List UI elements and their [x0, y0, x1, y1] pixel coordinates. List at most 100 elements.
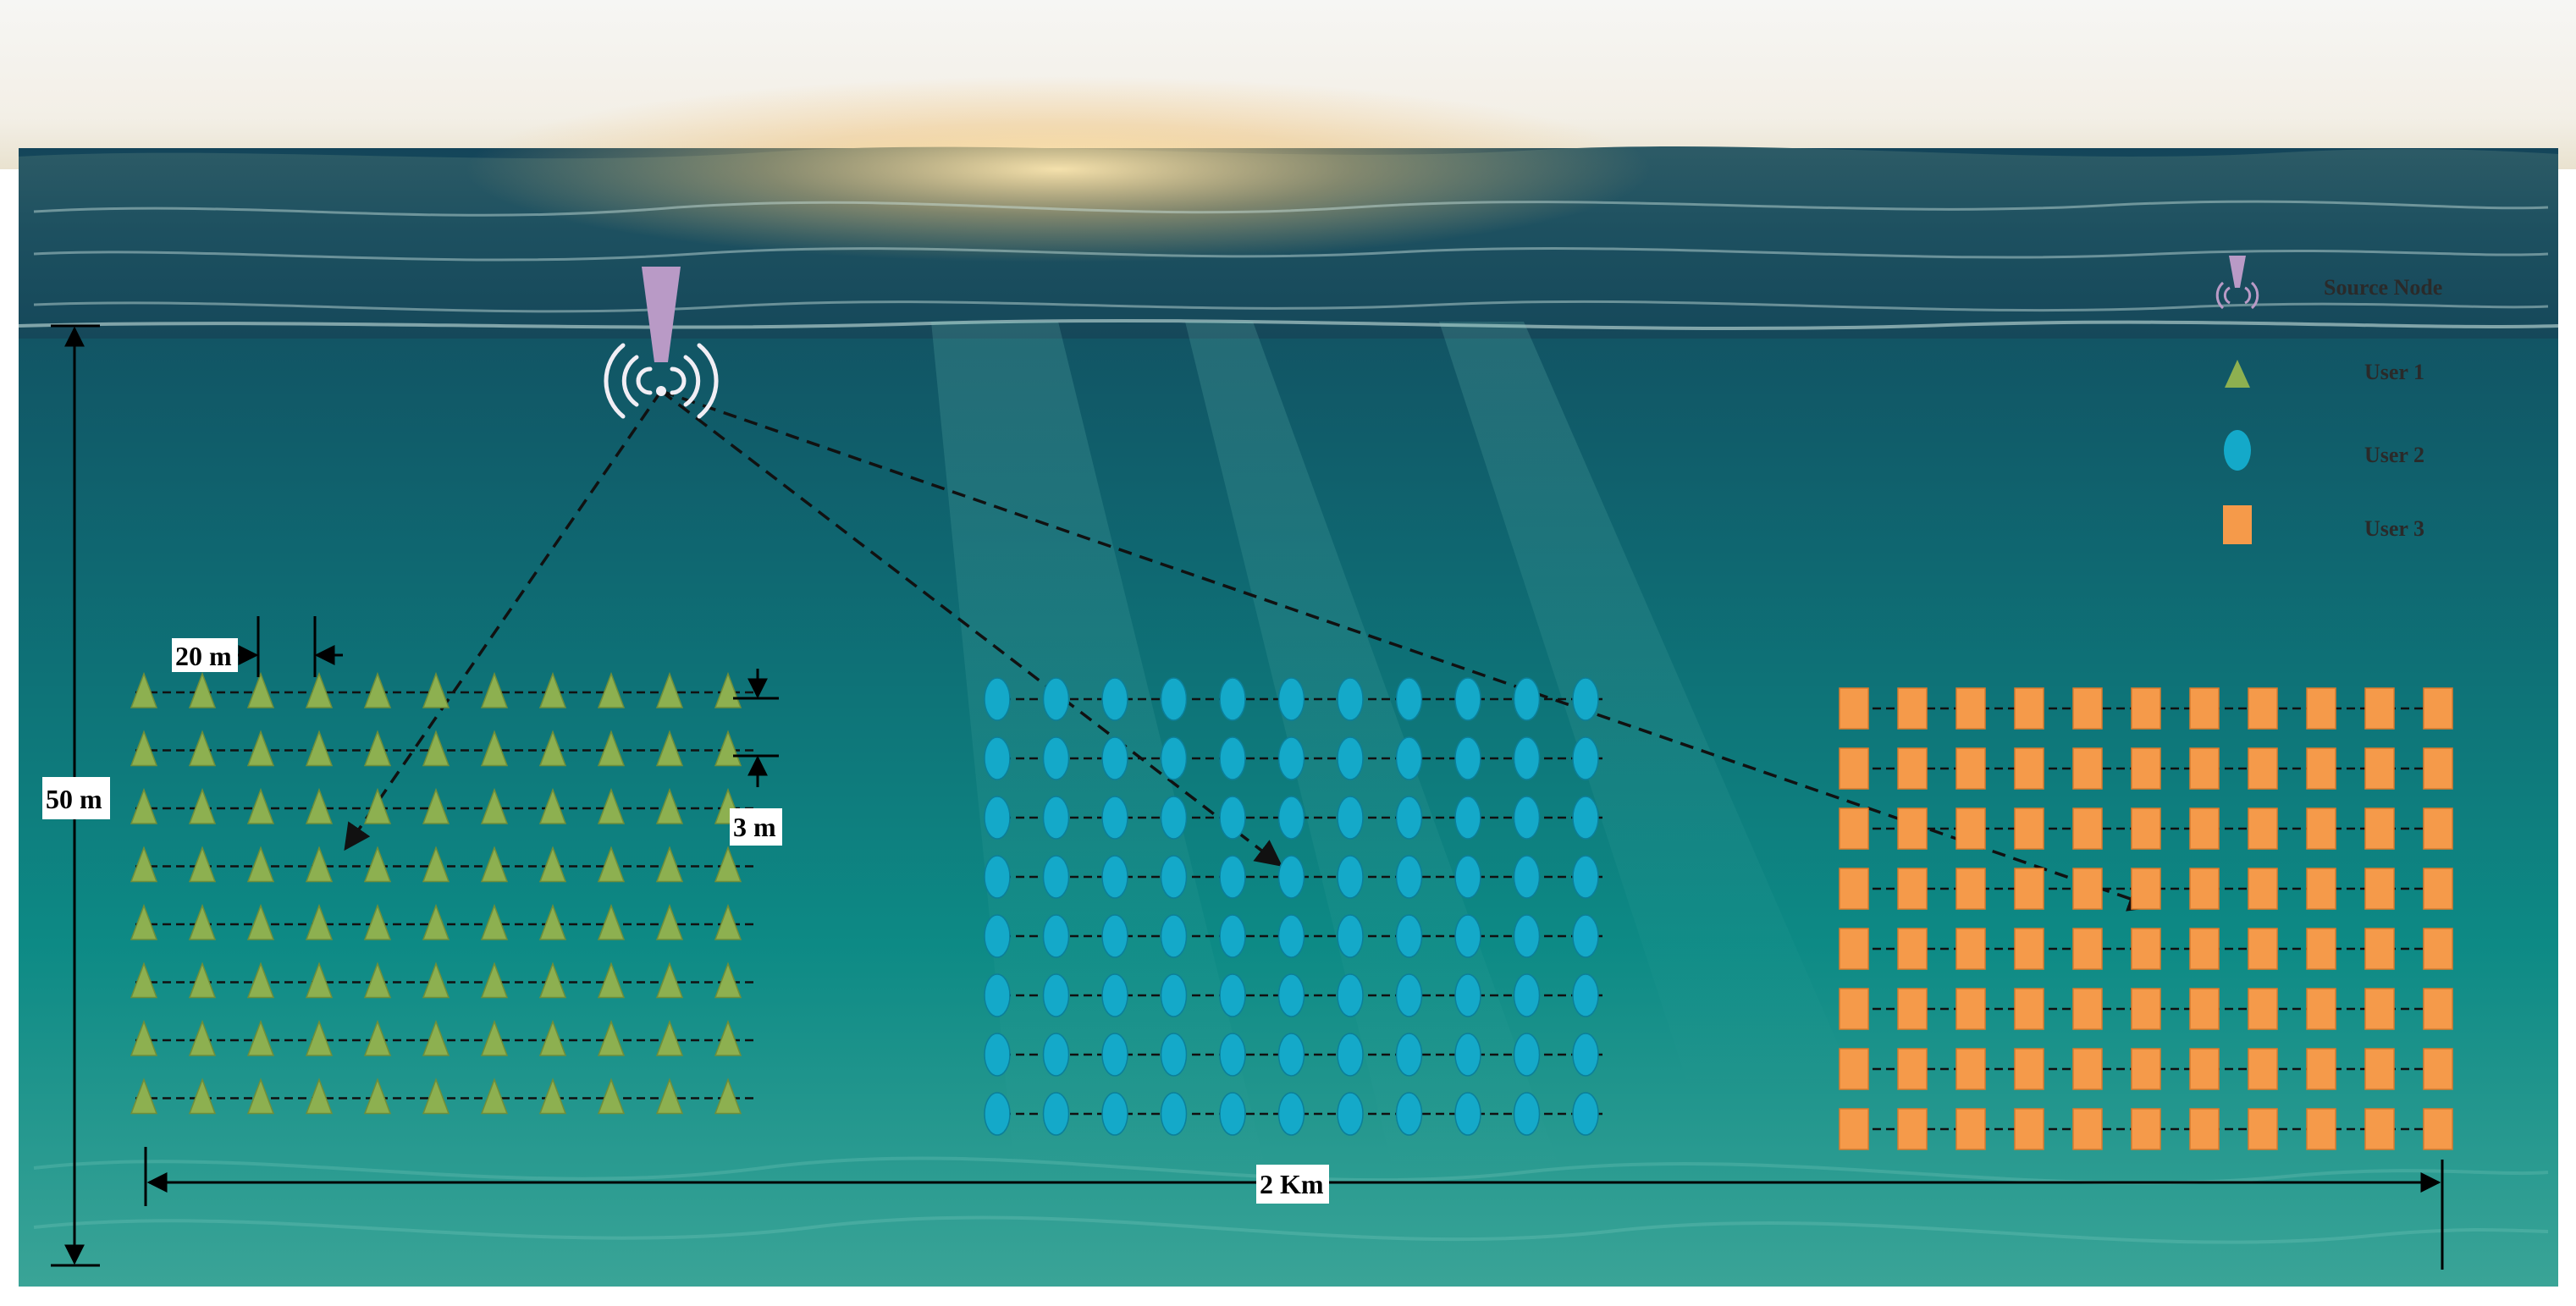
user1-node	[422, 1019, 450, 1056]
user1-node	[188, 903, 217, 940]
user2-node	[1277, 1092, 1305, 1136]
user1-node	[188, 1077, 217, 1115]
user2-node	[1572, 914, 1599, 958]
user2-node	[1337, 1092, 1364, 1136]
user2-node	[1101, 855, 1128, 899]
user3-node	[2306, 747, 2336, 790]
spacing-v-label: 3 m	[733, 812, 776, 842]
legend-user2: User 2	[2224, 430, 2424, 471]
user1-node	[655, 730, 684, 767]
user1-node	[422, 846, 450, 883]
user1-node	[480, 846, 509, 883]
depth-label: 50 m	[46, 784, 102, 814]
user1-node	[422, 671, 450, 708]
user2-node	[1160, 796, 1188, 840]
user3-node	[2423, 928, 2453, 970]
user2-node	[984, 973, 1011, 1017]
user1-node	[714, 903, 742, 940]
triangle-icon	[2225, 360, 2250, 388]
user2-node	[1572, 1033, 1599, 1077]
user1-node	[538, 962, 567, 999]
user1-node	[188, 730, 217, 767]
user2-node	[1219, 796, 1246, 840]
user3-node	[1839, 1108, 1869, 1150]
user2-node	[1572, 736, 1599, 780]
user2-node	[1395, 855, 1423, 899]
user1-node	[422, 1077, 450, 1115]
user2-node	[1219, 1033, 1246, 1077]
user1-node	[246, 787, 275, 824]
link-to-user2	[659, 389, 1283, 867]
user2-node	[1513, 1092, 1541, 1136]
user3-node	[1955, 687, 1986, 730]
user1-node	[538, 903, 567, 940]
user2-node	[1042, 1033, 1070, 1077]
user3-node	[2072, 928, 2103, 970]
user3-node	[2014, 807, 2044, 850]
legend-user1: User 1	[2225, 360, 2424, 388]
user1-node	[597, 1077, 626, 1115]
user2-node	[1572, 973, 1599, 1017]
user3-grid	[1839, 687, 2455, 1150]
user3-node	[2014, 687, 2044, 730]
user2-node	[1395, 1033, 1423, 1077]
distance-label: 2 Km	[1260, 1169, 1324, 1199]
user3-node	[2131, 747, 2161, 790]
user2-node	[1395, 914, 1423, 958]
user1-node	[305, 787, 334, 824]
user3-node	[2423, 807, 2453, 850]
user2-node	[1277, 1033, 1305, 1077]
user3-node	[2131, 687, 2161, 730]
user2-node	[1042, 677, 1070, 721]
legend-user2-label: User 2	[2364, 443, 2424, 467]
user2-grid	[984, 677, 1602, 1136]
user1-node	[246, 730, 275, 767]
user2-node	[1160, 914, 1188, 958]
signal-waves-icon	[604, 343, 719, 419]
user1-node	[363, 846, 392, 883]
user3-node	[2072, 868, 2103, 910]
user3-node	[2248, 1048, 2278, 1090]
legend-user3-label: User 3	[2364, 516, 2424, 541]
user3-node	[2072, 988, 2103, 1030]
user1-node	[305, 730, 334, 767]
user2-node	[1572, 1092, 1599, 1136]
user1-node	[363, 1019, 392, 1056]
user2-node	[1101, 677, 1128, 721]
user3-node	[1839, 988, 1869, 1030]
user1-node	[188, 787, 217, 824]
user3-node	[2072, 1108, 2103, 1150]
ellipse-icon	[2224, 430, 2251, 471]
user3-node	[2014, 928, 2044, 970]
user3-node	[1839, 807, 1869, 850]
user2-node	[1513, 677, 1541, 721]
user2-node	[1160, 855, 1188, 899]
user3-node	[2248, 868, 2278, 910]
user3-node	[2189, 807, 2220, 850]
user1-node	[363, 730, 392, 767]
user2-node	[1042, 855, 1070, 899]
user2-node	[1513, 736, 1541, 780]
user2-node	[984, 677, 1011, 721]
user1-node	[538, 730, 567, 767]
user2-node	[1101, 914, 1128, 958]
user1-node	[597, 903, 626, 940]
user1-node	[130, 1019, 158, 1056]
dimension-2km: 2 Km	[144, 1147, 2444, 1270]
user3-node	[2364, 988, 2395, 1030]
user1-node	[714, 846, 742, 883]
user2-node	[1160, 736, 1188, 780]
rectangle-icon	[2223, 505, 2252, 544]
user3-node	[2364, 928, 2395, 970]
user1-node	[246, 1077, 275, 1115]
user2-node	[1042, 796, 1070, 840]
user3-node	[2364, 807, 2395, 850]
user3-node	[2014, 747, 2044, 790]
user2-node	[1277, 736, 1305, 780]
user2-node	[1454, 914, 1481, 958]
user3-node	[2423, 988, 2453, 1030]
user1-node	[714, 962, 742, 999]
user3-node	[1955, 747, 1986, 790]
user2-node	[1042, 1092, 1070, 1136]
